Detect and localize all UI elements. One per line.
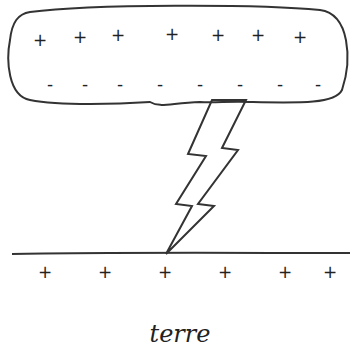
charge-sign: - [117, 76, 123, 93]
charge-sign: - [237, 76, 243, 93]
charge-sign: + [278, 264, 292, 281]
charge-sign: + [98, 264, 112, 281]
charge-sign: - [47, 76, 53, 93]
charge-sign: + [165, 26, 179, 43]
ground-line [12, 253, 350, 254]
charge-sign: + [293, 29, 307, 46]
charge-sign: + [323, 264, 337, 281]
charge-sign: + [211, 27, 225, 44]
charge-sign: + [218, 264, 232, 281]
charge-sign: - [157, 76, 163, 93]
charge-sign: + [158, 264, 172, 281]
charge-sign: + [33, 32, 47, 49]
charge-sign: - [315, 76, 321, 93]
lightning-bolt [166, 100, 246, 254]
charge-sign: + [251, 27, 265, 44]
charge-sign: - [277, 76, 283, 93]
charge-sign: + [111, 27, 125, 44]
charge-sign: - [82, 76, 88, 93]
charge-sign: + [73, 29, 87, 46]
cloud-outline [8, 6, 347, 105]
charge-sign: - [197, 76, 203, 93]
ground-label: terre [150, 322, 211, 346]
charge-sign: + [38, 264, 52, 281]
